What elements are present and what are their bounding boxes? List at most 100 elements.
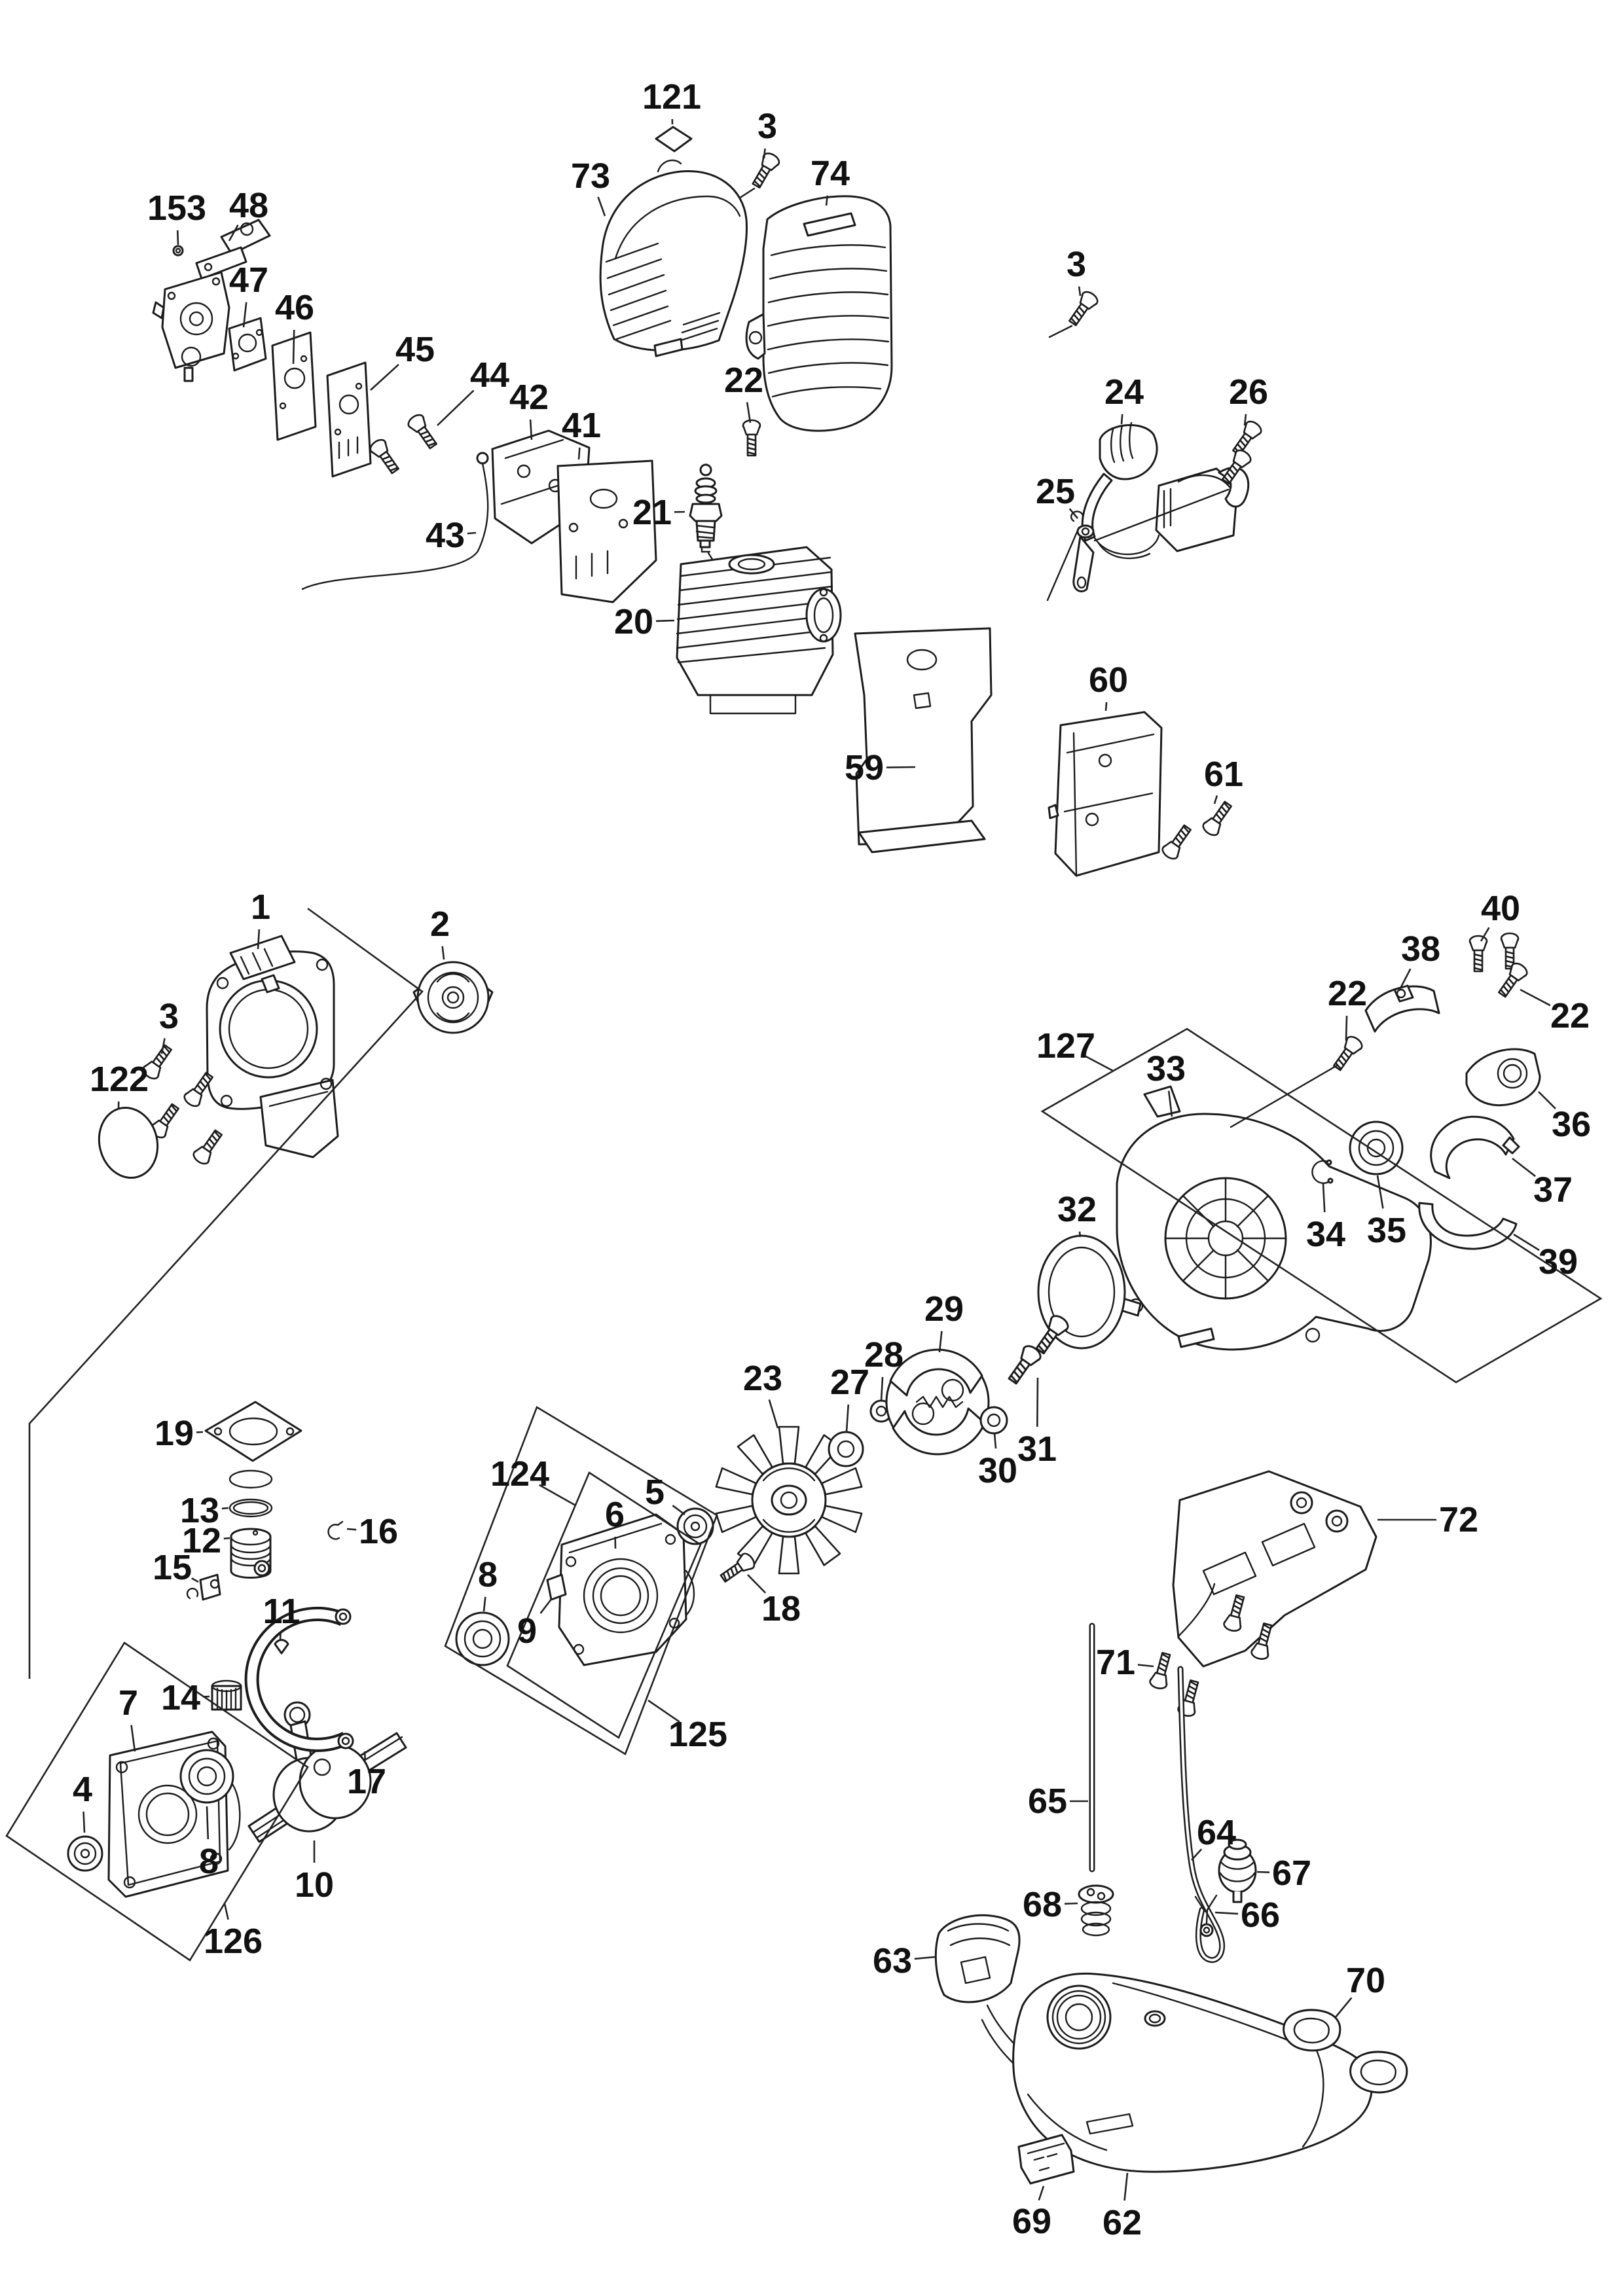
callout-69: 69 (1012, 2202, 1051, 2241)
leader-30 (993, 1433, 997, 1449)
part-screw-71c (1148, 1651, 1176, 1691)
callout-61: 61 (1204, 755, 1243, 794)
part-woodruff-key-11 (274, 1639, 289, 1655)
callout-153: 153 (147, 188, 206, 228)
part-insulator-plate-41 (556, 459, 657, 603)
leader-153 (176, 230, 179, 245)
leader-33 (1167, 1090, 1173, 1117)
callout-11: 11 (263, 1592, 300, 1631)
leader-23 (768, 1399, 779, 1429)
callout-35: 35 (1367, 1211, 1406, 1250)
leader-38 (1400, 968, 1412, 988)
leader-26 (1243, 414, 1247, 426)
leader-73 (597, 196, 606, 217)
leader-34 (1322, 1183, 1326, 1213)
parts-layer (67, 126, 1541, 2185)
leader-31 (1036, 1377, 1039, 1427)
leader-64 (1191, 1848, 1203, 1861)
part-starter-pulley-2 (412, 961, 494, 1034)
callout-45: 45 (395, 330, 435, 369)
callout-40: 40 (1481, 889, 1520, 928)
callout-59: 59 (845, 748, 884, 787)
part-spark-plug-cap-24 (1081, 422, 1158, 542)
callout-72: 72 (1439, 1500, 1478, 1539)
part-spark-plug-21 (689, 463, 723, 553)
callout-28: 28 (864, 1335, 903, 1374)
callout-65: 65 (1028, 1782, 1067, 1821)
leader-1 (257, 929, 261, 950)
crankcase-outer-box-125 (444, 1406, 718, 1755)
axis-line-bolt22-housing (1230, 1064, 1338, 1128)
part-recoil-starter-1 (206, 935, 339, 1158)
callout-8: 8 (199, 1842, 219, 1881)
part-piston-ring-13 (228, 1469, 273, 1518)
part-pipe-clip-66 (1194, 1894, 1218, 1937)
callout-7: 7 (119, 1683, 138, 1723)
callout-33: 33 (1146, 1049, 1186, 1088)
part-bolt-61b (1159, 821, 1195, 863)
leader-69 (1038, 2185, 1045, 2201)
part-clutch-29 (885, 1348, 990, 1456)
callout-74: 74 (811, 154, 850, 193)
callout-22: 22 (724, 361, 763, 400)
callout-63: 63 (873, 1941, 912, 1981)
callout-36: 36 (1552, 1105, 1591, 1144)
leader-62 (1123, 2172, 1129, 2201)
leader-8 (483, 1596, 486, 1612)
part-tank-cushion-69 (1017, 2134, 1075, 2185)
starter-group-outline (28, 907, 424, 1679)
leader-47 (242, 302, 247, 328)
leader-48 (228, 224, 239, 242)
part-label-oval-122 (98, 1107, 159, 1179)
callout-18: 18 (761, 1589, 801, 1628)
part-gasket-47 (228, 317, 267, 372)
part-fan-housing-33 (1116, 1085, 1432, 1351)
leader-124 (538, 1484, 576, 1507)
callout-124: 124 (490, 1454, 549, 1494)
leader-44 (437, 389, 475, 426)
leader-22 (1345, 1015, 1348, 1041)
callout-67: 67 (1272, 1854, 1311, 1893)
leader-70 (1334, 1997, 1353, 2018)
part-heat-shield-59 (854, 627, 993, 853)
callout-12: 12 (182, 1521, 221, 1560)
callout-15: 15 (153, 1548, 192, 1587)
callout-37: 37 (1533, 1170, 1573, 1210)
part-carburetor-48 (152, 219, 271, 382)
leader-12 (223, 1537, 230, 1540)
callout-30: 30 (978, 1451, 1017, 1490)
callout-64: 64 (1197, 1813, 1236, 1852)
leader-74 (825, 195, 829, 206)
leader-3 (763, 148, 766, 159)
part-ball-bearing-8-right (179, 1749, 234, 1804)
part-muffler-60 (1048, 711, 1163, 877)
fan-housing-group-box-127 (1040, 1028, 1603, 1384)
part-clamp-cover-38 (1364, 984, 1440, 1033)
callout-27: 27 (830, 1363, 869, 1402)
callout-1: 1 (251, 888, 270, 927)
leader-46 (292, 329, 295, 365)
part-bolt-18 (717, 1550, 758, 1587)
callout-25: 25 (1036, 472, 1075, 511)
callout-62: 62 (1103, 2203, 1142, 2242)
part-bolt-61 (1199, 798, 1236, 839)
callout-20: 20 (614, 602, 653, 641)
callout-46: 46 (275, 288, 314, 327)
part-guard-plate-72 (1172, 1470, 1377, 1668)
part-circlip-16 (327, 1520, 344, 1540)
callout-8: 8 (478, 1555, 498, 1594)
leader-13 (221, 1507, 229, 1510)
leader-16 (346, 1528, 357, 1531)
part-clamp-cushion-39 (1418, 1202, 1518, 1250)
callout-71: 71 (1096, 1643, 1135, 1682)
leader-36 (1538, 1091, 1556, 1109)
part-engine-cover-top-73 (599, 159, 748, 357)
leader-37 (1512, 1157, 1536, 1177)
leader-29 (938, 1331, 943, 1353)
leader-8 (206, 1806, 210, 1840)
callout-126: 126 (204, 1922, 263, 1961)
part-washer-27 (828, 1431, 864, 1467)
part-tank-cushion-70b (1349, 2051, 1408, 2094)
